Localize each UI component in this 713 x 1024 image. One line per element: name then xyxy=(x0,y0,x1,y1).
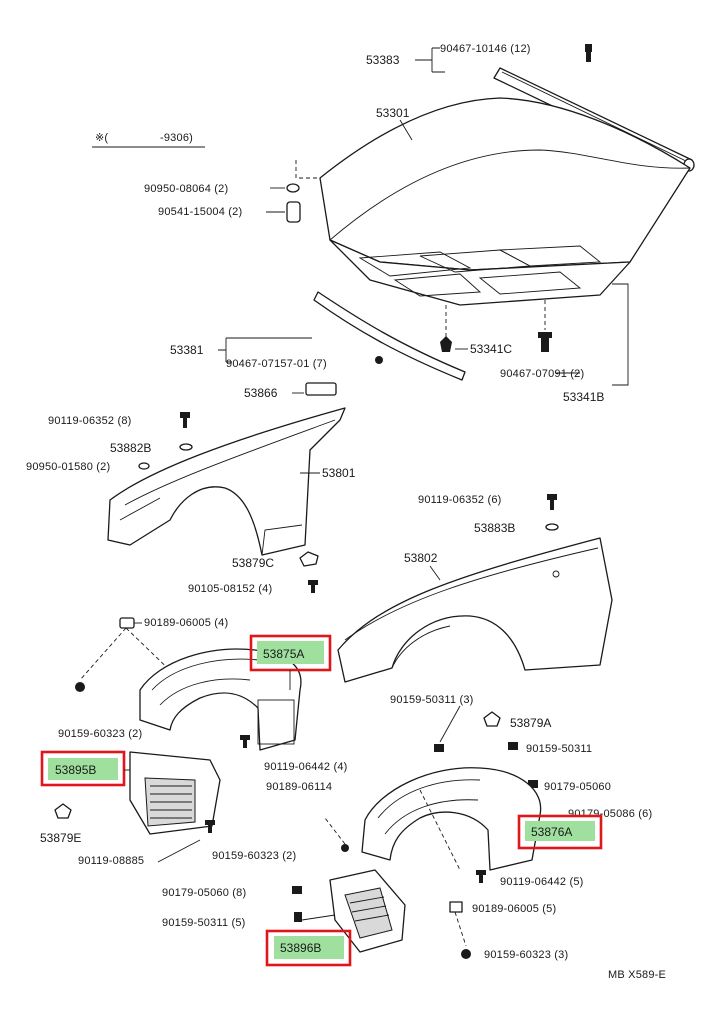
bolt-icon-2 xyxy=(180,412,190,428)
label-53896B: 53896B xyxy=(280,941,321,955)
fender-liner-right xyxy=(361,767,542,871)
clip-icon-9 xyxy=(449,901,463,913)
clip-icon-6 xyxy=(434,744,444,752)
label-53895B: 53895B xyxy=(55,763,96,777)
highlight-53876A[interactable]: 53876A xyxy=(517,814,603,850)
clip-icon xyxy=(585,44,592,62)
label-90159-60323-c: 90159-60323 (3) xyxy=(484,949,568,961)
label-90179-05060-b: 90179-05060 (8) xyxy=(162,887,246,899)
label-90179-05086: 90179-05086 (6) xyxy=(568,808,652,820)
label-90467-10146: 90467-10146 (12) xyxy=(440,43,531,55)
bumper-icon xyxy=(286,183,300,193)
clip-icon-7 xyxy=(508,742,518,750)
fender-liner-left xyxy=(139,648,302,751)
label-53866: 53866 xyxy=(244,386,278,400)
bolt-icon-4 xyxy=(547,494,557,510)
label-53883B: 53883B xyxy=(474,521,515,535)
clip-icon-10 xyxy=(292,886,302,894)
label-53301: 53301 xyxy=(376,106,410,120)
label-90119-06442-b: 90119-06442 (5) xyxy=(500,876,584,888)
label-53882B: 53882B xyxy=(110,441,151,455)
label-90119-08885: 90119-08885 xyxy=(78,855,144,867)
label-90119-06442-a: 90119-06442 (4) xyxy=(264,761,348,773)
label-90159-50311-b: 90159-50311 xyxy=(526,743,592,755)
label-53876A: 53876A xyxy=(531,825,572,839)
seal-icon-2 xyxy=(54,803,72,819)
label-53801: 53801 xyxy=(322,466,356,480)
label-90159-60323-a: 90159-60323 (2) xyxy=(58,728,142,740)
seal-icon xyxy=(299,551,319,567)
highlight-53895B[interactable]: 53895B xyxy=(40,750,126,787)
label-90189-06005-a: 90189-06005 (4) xyxy=(144,617,228,629)
label-90467-07091: 90467-07091 (2) xyxy=(500,368,584,380)
clip-icon-11 xyxy=(294,912,302,922)
label-53341C: 53341C xyxy=(470,342,512,356)
label-90159-50311-c: 90159-50311 (5) xyxy=(162,917,246,929)
label-90950-01580: 90950-01580 (2) xyxy=(26,461,110,473)
label-90119-06352-a: 90119-06352 (8) xyxy=(48,415,132,427)
label-53879C: 53879C xyxy=(232,556,274,570)
bolt-icon-7 xyxy=(476,870,486,883)
label-90189-06114: 90189-06114 xyxy=(266,781,332,793)
cushion-icon xyxy=(286,201,301,223)
label-53341B: 53341B xyxy=(563,390,604,404)
bolt-icon-3 xyxy=(308,580,318,593)
label-90950-08064: 90950-08064 (2) xyxy=(144,183,228,195)
label-53802: 53802 xyxy=(404,551,438,565)
label-53875A: 53875A xyxy=(263,647,304,661)
label-90541-15004: 90541-15004 (2) xyxy=(158,206,242,218)
clip-icon-4 xyxy=(75,682,85,692)
clip-icon-5 xyxy=(341,844,349,852)
front-fender-right xyxy=(337,537,613,683)
header-note: ※( -9306) xyxy=(92,132,205,148)
label-53381: 53381 xyxy=(170,343,204,357)
header-mark: ※( xyxy=(95,132,108,144)
header-range: -9306) xyxy=(160,132,193,144)
stopper-icon xyxy=(440,336,452,352)
label-53879A: 53879A xyxy=(510,716,551,730)
bolt-icon-5 xyxy=(240,735,250,748)
label-90159-50311-a: 90159-50311 (3) xyxy=(390,694,474,706)
seal-icon-3 xyxy=(483,711,501,727)
bumper-icon-2 xyxy=(138,462,150,470)
label-90105-08152: 90105-08152 (4) xyxy=(188,583,272,595)
hood-seal xyxy=(313,291,466,381)
label-90119-06352-b: 90119-06352 (6) xyxy=(418,494,502,506)
washer-icon xyxy=(179,443,193,451)
bolt-icon xyxy=(538,332,552,352)
washer-icon-2 xyxy=(545,523,559,531)
label-90189-06005-b: 90189-06005 (5) xyxy=(472,903,556,915)
clip-icon-3 xyxy=(119,617,135,629)
label-90159-60323-b: 90159-60323 (2) xyxy=(212,850,296,862)
label-53879E: 53879E xyxy=(40,831,81,845)
label-53383: 53383 xyxy=(366,53,400,67)
label-90179-05060-a: 90179-05060 xyxy=(544,781,611,793)
label-90467-07157: 90467-07157-01 (7) xyxy=(226,358,327,370)
highlight-53875A[interactable]: 53875A xyxy=(249,634,332,672)
front-fender-left xyxy=(107,407,346,556)
protector-53866 xyxy=(305,382,337,396)
hood-panel xyxy=(319,97,691,306)
clip-icon-2 xyxy=(375,356,383,364)
bolt-icon-6 xyxy=(205,820,215,833)
clip-icon-12 xyxy=(461,949,471,959)
mud-guard-left xyxy=(129,751,221,835)
highlight-53896B[interactable]: 53896B xyxy=(265,929,352,967)
footer-code: MB X589-E xyxy=(608,969,666,981)
